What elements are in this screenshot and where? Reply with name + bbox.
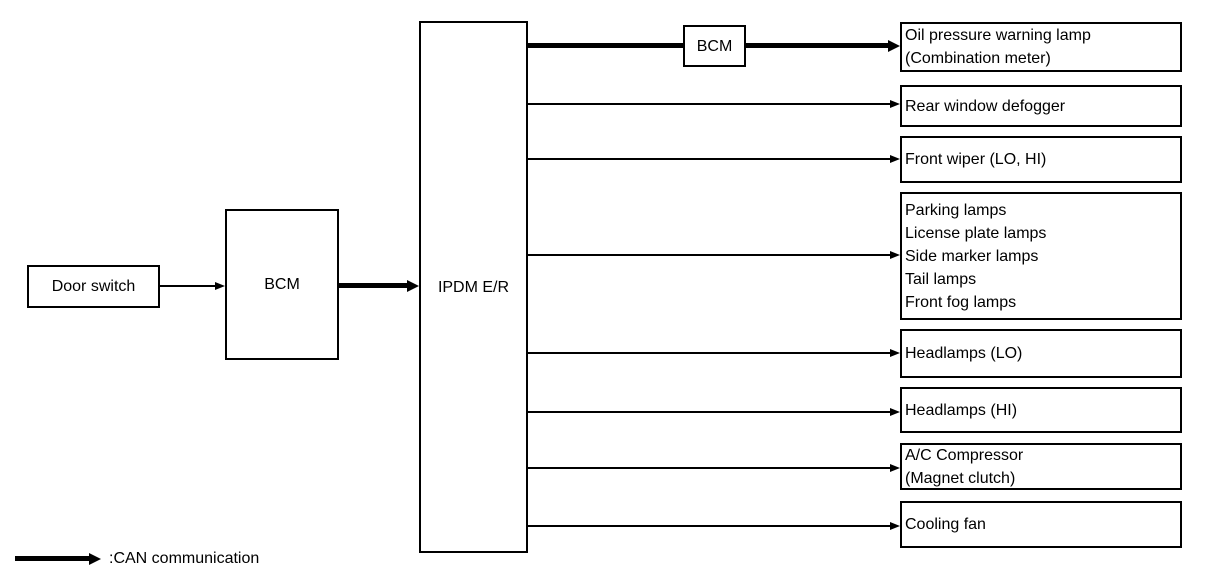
legend-can-arrow-icon	[15, 556, 89, 561]
output-label: A/C Compressor (Magnet clutch)	[905, 446, 1024, 487]
output-label: Headlamps (HI)	[905, 401, 1018, 419]
node-door-switch-label: Door switch	[51, 278, 136, 295]
output-box-front-wiper: Front wiper (LO, HI)	[900, 136, 1182, 183]
output-box-headlamps-lo: Headlamps (LO)	[900, 329, 1182, 378]
node-bcm-label: BCM	[264, 276, 300, 293]
output-box-exterior-lamps: Parking lamps License plate lamps Side m…	[900, 192, 1182, 320]
legend-can-communication-label: :CAN communication	[109, 550, 260, 567]
arrow-door-switch-to-bcm	[160, 285, 215, 287]
node-ipdm-er-label: IPDM E/R	[437, 278, 510, 296]
output-label: Parking lamps License plate lamps Side m…	[905, 201, 1047, 311]
node-bcm-relay-label: BCM	[696, 37, 733, 55]
arrow-ipdm-to-exterior-lamps	[528, 254, 890, 256]
node-door-switch: Door switch	[27, 265, 160, 308]
output-box-ac-compressor: A/C Compressor (Magnet clutch)	[900, 443, 1182, 490]
arrow-ipdm-to-headlamps-lo	[528, 352, 890, 354]
arrow-bcm-relay-to-oil-pressure-lamp-can	[746, 43, 888, 48]
arrow-ipdm-to-headlamps-hi	[528, 411, 890, 413]
arrow-bcm-to-ipdm-can	[339, 283, 407, 288]
node-bcm-relay: BCM	[683, 25, 746, 67]
output-label: Headlamps (LO)	[905, 345, 1023, 362]
output-label: Cooling fan	[905, 516, 986, 533]
output-box-rear-window-defogger: Rear window defogger	[900, 85, 1182, 127]
node-bcm: BCM	[225, 209, 339, 360]
output-label: Front wiper (LO, HI)	[905, 151, 1047, 168]
output-box-oil-pressure-warning-lamp: Oil pressure warning lamp (Combination m…	[900, 22, 1182, 72]
arrow-ipdm-to-ac-compressor	[528, 467, 890, 469]
arrow-ipdm-to-front-wiper	[528, 158, 890, 160]
arrow-ipdm-to-bcm-relay-can	[528, 43, 683, 48]
node-ipdm-er: IPDM E/R	[419, 21, 528, 553]
output-label: Rear window defogger	[905, 97, 1066, 115]
arrow-ipdm-to-rear-window-defogger	[528, 103, 890, 105]
output-label: Oil pressure warning lamp (Combination m…	[905, 27, 1091, 67]
output-box-headlamps-hi: Headlamps (HI)	[900, 387, 1182, 433]
output-box-cooling-fan: Cooling fan	[900, 501, 1182, 548]
arrow-ipdm-to-cooling-fan	[528, 525, 890, 527]
